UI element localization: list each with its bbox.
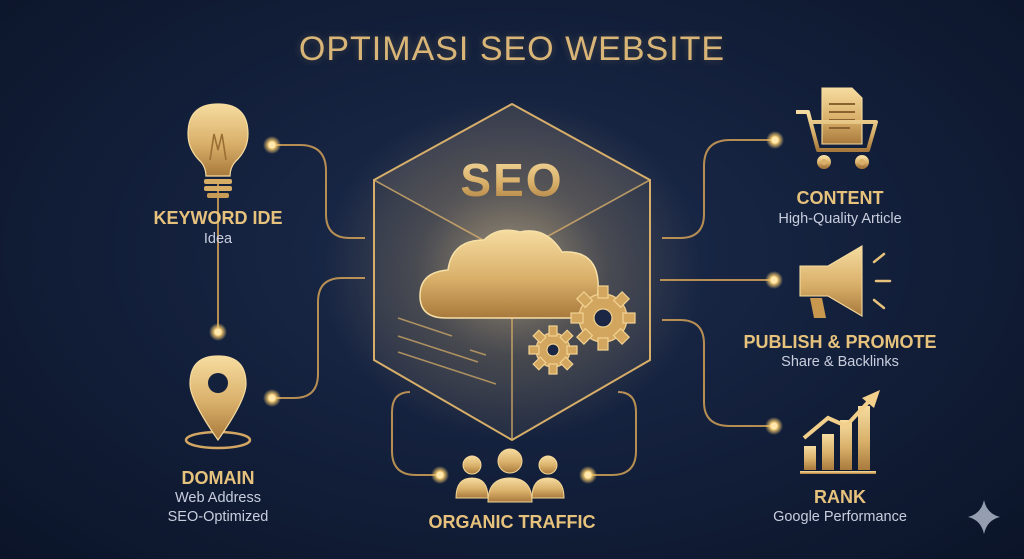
publish-promote-sub: Share & Backlinks (781, 354, 899, 370)
cloud-icon (419, 229, 599, 319)
lightbulb-icon (187, 103, 249, 198)
content-sub: High-Quality Article (778, 211, 902, 227)
rank-sub: Google Performance (773, 509, 907, 525)
motion-lines (397, 317, 497, 385)
page-title: OPTIMASI SEO WEBSITE (298, 30, 726, 68)
shopping-cart-icon (796, 110, 878, 169)
sparkle-icon (968, 500, 1000, 534)
keyword-ide-sub: Idea (203, 231, 233, 247)
seo-label: SEO (460, 154, 563, 206)
connector-dots (209, 131, 784, 484)
publish-promote-label: PUBLISH & PROMOTE (743, 332, 937, 352)
organic-traffic-label: ORGANIC TRAFFIC (428, 512, 596, 532)
users-icon (455, 448, 565, 503)
keyword-ide-label: KEYWORD IDE (153, 208, 283, 228)
document-icon (821, 87, 863, 145)
bar-chart-icon (800, 390, 880, 474)
content-label: CONTENT (796, 188, 884, 208)
domain-sub-2: SEO-Optimized (167, 509, 269, 525)
megaphone-icon (799, 245, 892, 318)
map-pin-icon (184, 355, 252, 450)
domain-label: DOMAIN (181, 468, 255, 488)
gear-icon (528, 285, 636, 375)
domain-sub-1: Web Address (175, 490, 261, 506)
rank-label: RANK (814, 487, 866, 507)
